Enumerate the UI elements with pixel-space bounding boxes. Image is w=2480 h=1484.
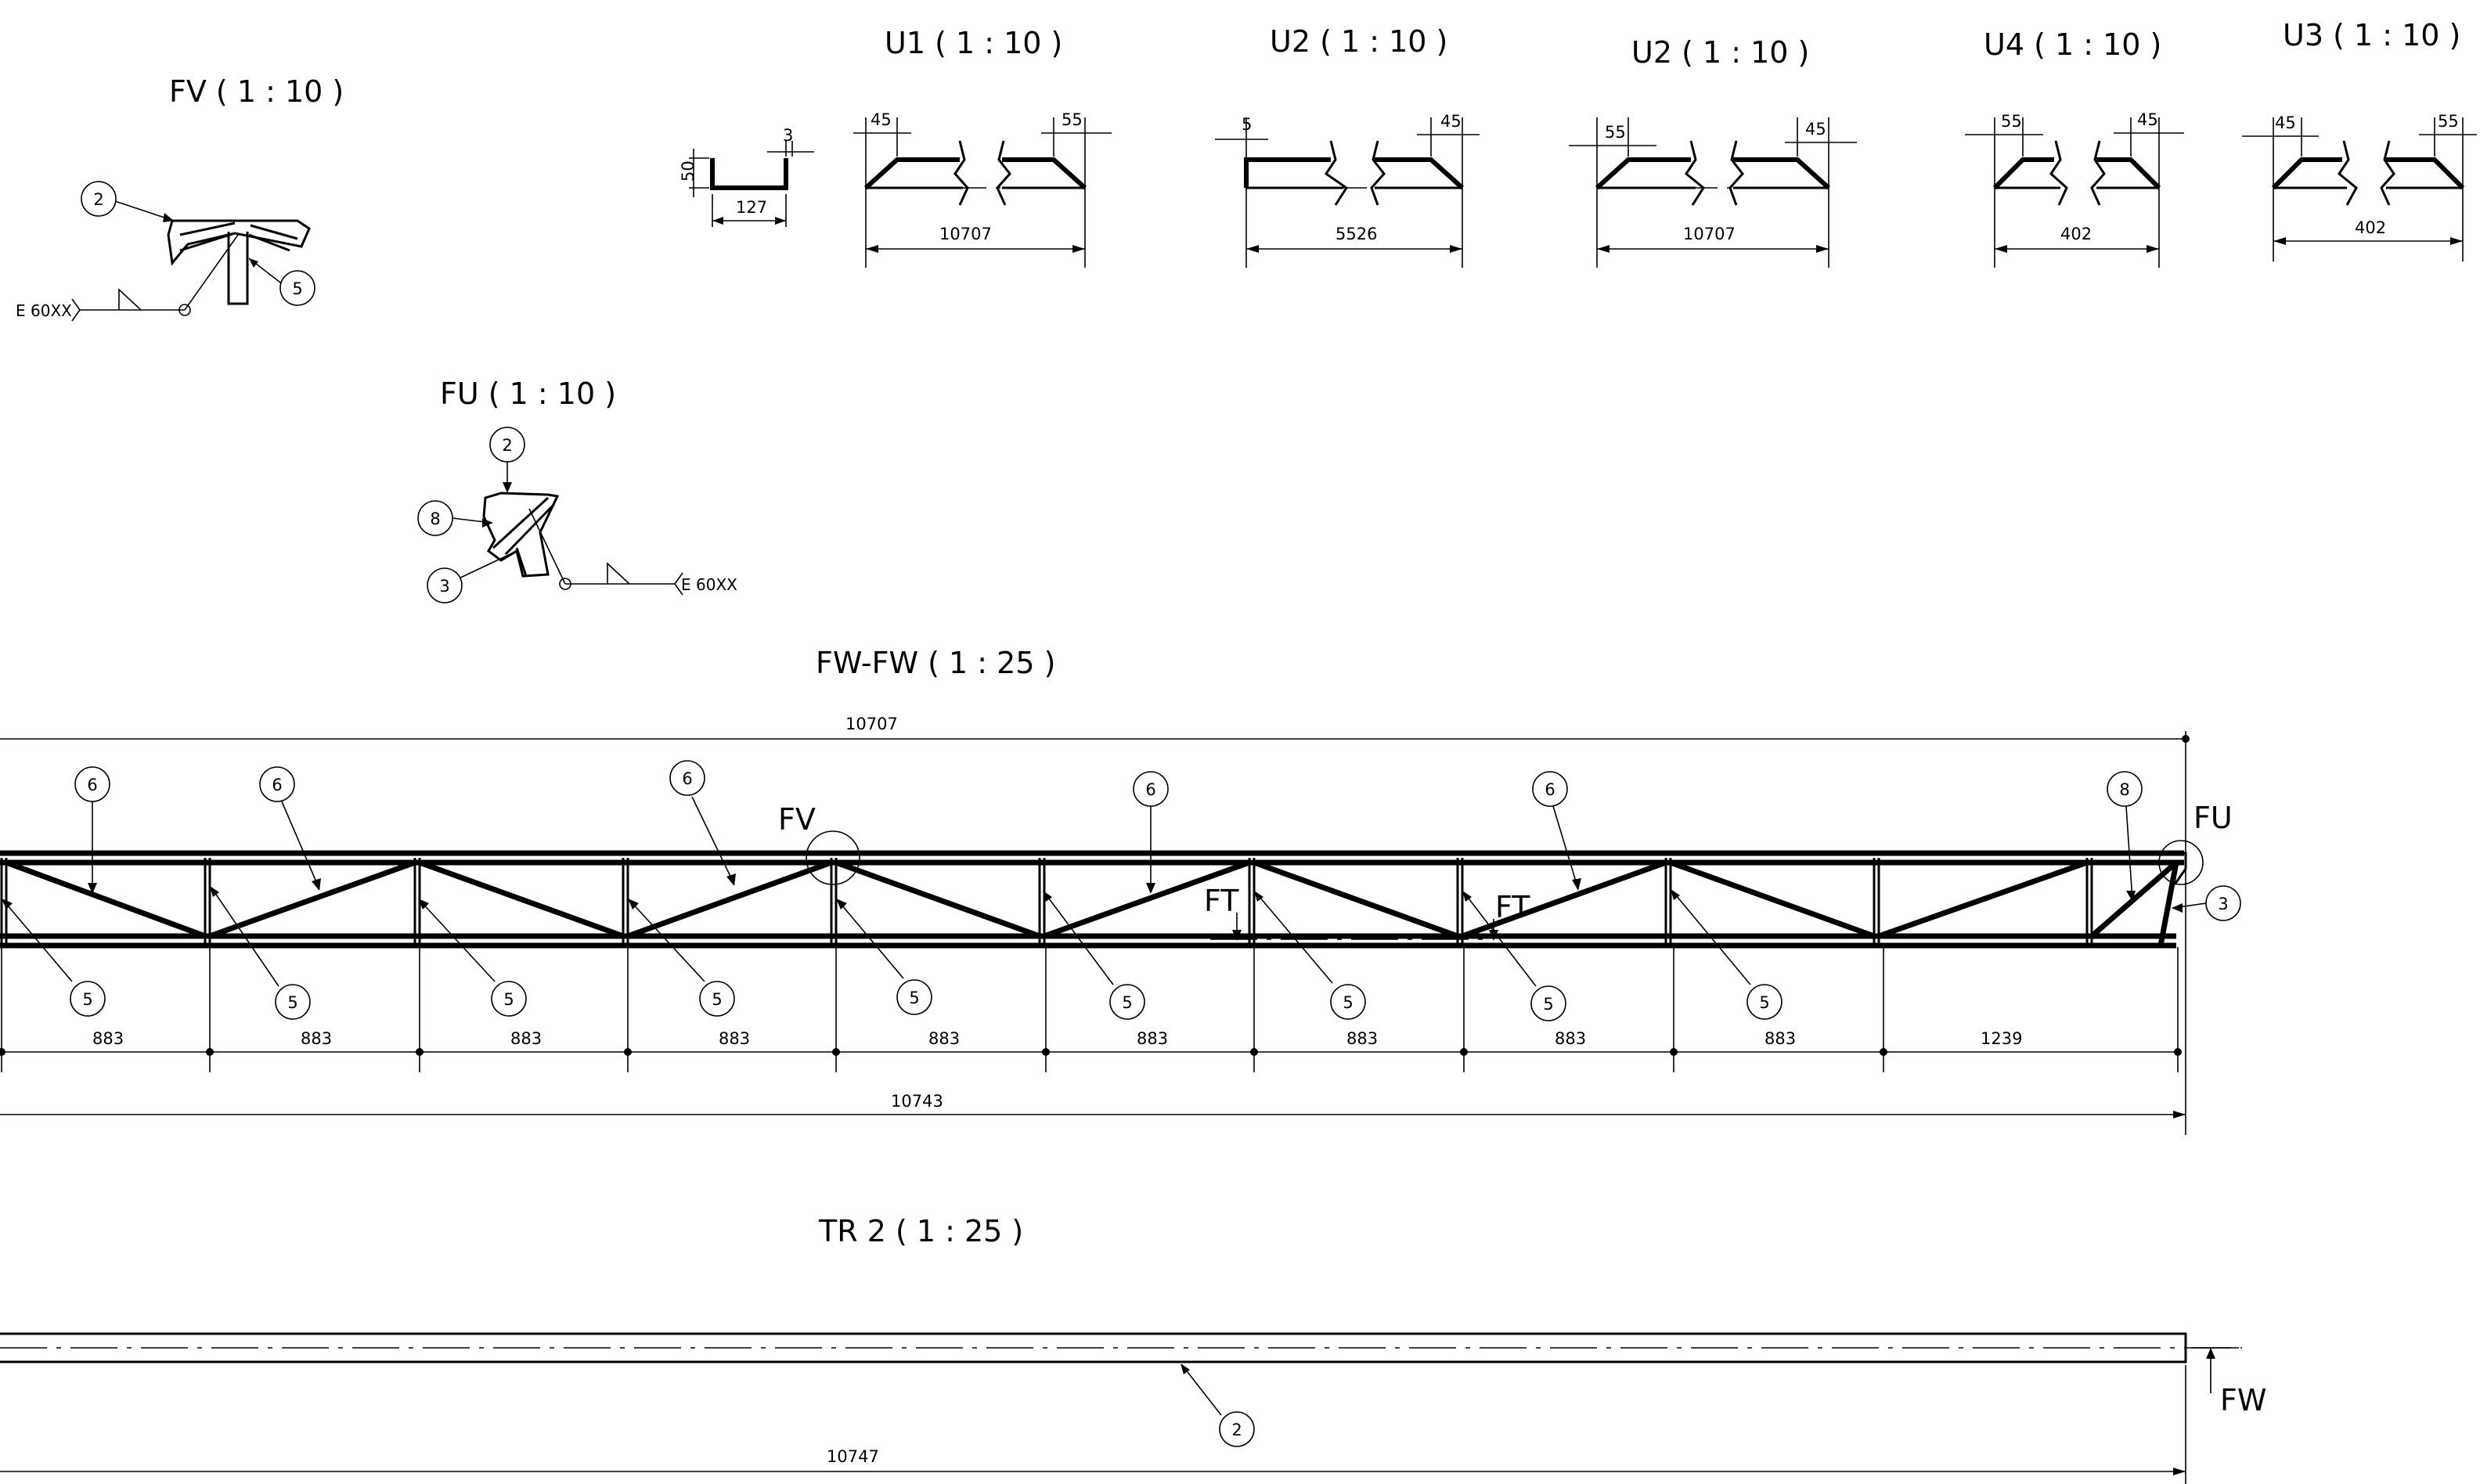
svg-text:5: 5 xyxy=(292,279,302,298)
svg-text:45: 45 xyxy=(1440,112,1462,131)
svg-text:10747: 10747 xyxy=(827,1447,879,1466)
detail-fu-title: FU ( 1 : 10 ) xyxy=(440,376,616,411)
part-u4: U4 ( 1 : 10 ) 55 45 402 xyxy=(1965,27,2184,268)
svg-text:883: 883 xyxy=(1555,1029,1586,1048)
svg-text:U2 ( 1 : 10 ): U2 ( 1 : 10 ) xyxy=(1631,35,1809,70)
svg-text:5: 5 xyxy=(82,990,92,1009)
svg-text:8: 8 xyxy=(2119,780,2129,799)
svg-text:5: 5 xyxy=(503,990,514,1009)
item-bubble xyxy=(279,270,315,306)
svg-text:U3 ( 1 : 10 ): U3 ( 1 : 10 ) xyxy=(2283,18,2460,52)
svg-text:883: 883 xyxy=(1346,1029,1378,1048)
svg-text:6: 6 xyxy=(682,769,692,788)
svg-text:45: 45 xyxy=(1805,120,1826,139)
weld-spec: E 60XX xyxy=(16,301,72,320)
truss-diagonals xyxy=(5,859,2179,946)
part-u2-b: U2 ( 1 : 10 ) 55 45 10707 xyxy=(1569,35,1857,268)
svg-text:402: 402 xyxy=(2060,225,2092,243)
part-u3: U3 ( 1 : 10 ) 45 55 402 xyxy=(2242,18,2477,261)
svg-text:10707: 10707 xyxy=(939,225,992,243)
truss-elevation: FW-FW ( 1 : 25 ) 10707 xyxy=(0,646,2241,1135)
svg-text:883: 883 xyxy=(301,1029,332,1048)
svg-text:3: 3 xyxy=(2218,895,2228,913)
detail-fv-title: FV ( 1 : 10 ) xyxy=(169,74,344,109)
svg-text:5: 5 xyxy=(909,989,919,1007)
section-label: FW xyxy=(2220,1383,2266,1417)
svg-text:5: 5 xyxy=(287,993,297,1012)
svg-text:3: 3 xyxy=(783,126,793,145)
svg-text:55: 55 xyxy=(2001,112,2022,131)
svg-text:U1 ( 1 : 10 ): U1 ( 1 : 10 ) xyxy=(885,26,1062,60)
svg-text:6: 6 xyxy=(1545,780,1555,799)
svg-text:45: 45 xyxy=(2137,110,2158,129)
svg-text:883: 883 xyxy=(92,1029,124,1048)
svg-text:10707: 10707 xyxy=(845,715,898,733)
svg-text:55: 55 xyxy=(1605,123,1626,142)
svg-text:5: 5 xyxy=(1543,995,1553,1014)
svg-text:2: 2 xyxy=(1231,1421,1242,1439)
svg-text:6: 6 xyxy=(87,776,97,794)
channel-section: 50 3 127 xyxy=(679,126,814,227)
svg-text:U4 ( 1 : 10 ): U4 ( 1 : 10 ) xyxy=(1984,27,2161,62)
detail-fu: FU ( 1 : 10 ) 2 8 3 E 60XX xyxy=(417,376,737,603)
svg-text:10743: 10743 xyxy=(891,1092,943,1111)
svg-text:8: 8 xyxy=(430,510,440,528)
svg-text:5: 5 xyxy=(1343,993,1353,1012)
svg-text:883: 883 xyxy=(719,1029,750,1048)
truss-verticals xyxy=(0,858,2093,946)
svg-text:45: 45 xyxy=(871,110,892,129)
callout-ft: FT xyxy=(1204,884,1239,918)
svg-text:5: 5 xyxy=(1242,115,1252,134)
item-bubble xyxy=(81,181,117,217)
svg-text:883: 883 xyxy=(1764,1029,1796,1048)
svg-text:5: 5 xyxy=(712,990,722,1009)
tr2-title: TR 2 ( 1 : 25 ) xyxy=(818,1214,1023,1248)
svg-text:6: 6 xyxy=(272,776,282,794)
svg-text:883: 883 xyxy=(510,1029,542,1048)
svg-text:2: 2 xyxy=(502,436,512,455)
svg-text:3: 3 xyxy=(439,577,449,596)
callout-fu: FU xyxy=(2193,801,2233,835)
svg-text:1239: 1239 xyxy=(1981,1029,2022,1048)
callout-ft: FT xyxy=(1495,890,1530,924)
svg-text:5526: 5526 xyxy=(1336,225,1377,243)
svg-text:6: 6 xyxy=(1145,780,1155,799)
svg-text:883: 883 xyxy=(1137,1029,1168,1048)
svg-text:5: 5 xyxy=(1759,993,1769,1012)
spacing-dimensions: 883 883 883 883 883 883 883 883 883 1239 xyxy=(0,947,2182,1072)
svg-text:55: 55 xyxy=(2438,112,2459,131)
truss-title: FW-FW ( 1 : 25 ) xyxy=(816,646,1055,680)
svg-text:883: 883 xyxy=(928,1029,960,1048)
svg-text:50: 50 xyxy=(679,160,698,182)
top-chord xyxy=(0,850,2184,866)
bottom-chord xyxy=(0,933,2176,949)
tr2-view: TR 2 ( 1 : 25 ) FW 2 10747 xyxy=(0,1214,2266,1484)
weld-spec: E 60XX xyxy=(681,575,737,594)
svg-text:127: 127 xyxy=(736,198,767,217)
part-u2: U2 ( 1 : 10 ) 5 45 5526 xyxy=(1215,24,1480,268)
svg-text:5: 5 xyxy=(1122,993,1132,1012)
svg-text:45: 45 xyxy=(2275,113,2296,132)
callout-fv: FV xyxy=(778,802,816,837)
svg-text:55: 55 xyxy=(1062,110,1083,129)
svg-text:2: 2 xyxy=(93,190,103,209)
svg-text:U2 ( 1 : 10 ): U2 ( 1 : 10 ) xyxy=(1270,24,1447,59)
svg-text:402: 402 xyxy=(2355,218,2386,237)
svg-text:10707: 10707 xyxy=(1683,225,1736,243)
part-u1: U1 ( 1 : 10 ) 45 55 10707 xyxy=(853,26,1112,268)
detail-fv: FV ( 1 : 10 ) 2 5 E 60XX xyxy=(16,74,344,322)
